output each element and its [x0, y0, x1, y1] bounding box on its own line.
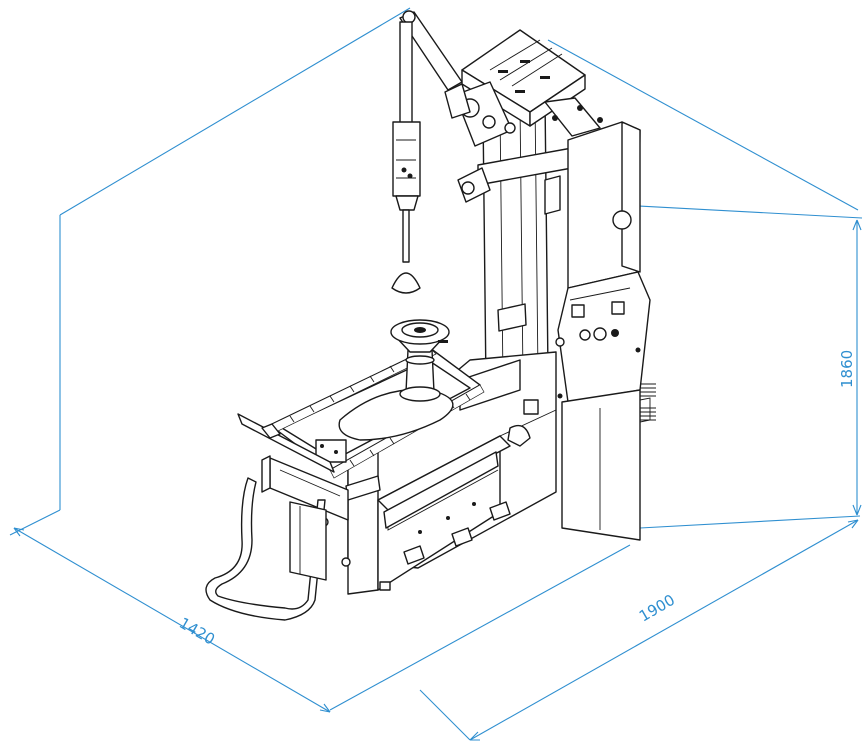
- pedal-2: [451, 527, 473, 547]
- mounting-head: [454, 29, 603, 147]
- panel-window-left: [571, 304, 585, 318]
- control-knob-1: [579, 329, 591, 341]
- pedals: [341, 501, 511, 591]
- depth-dimension-line: [13, 527, 331, 713]
- width-dimension-line: [469, 519, 859, 741]
- depth-arrow-a: [13, 527, 25, 537]
- height-label: 1860: [838, 350, 856, 388]
- width-arrow-b: [847, 519, 859, 529]
- control-knob-3: [611, 329, 619, 337]
- height-extension-top: [619, 204, 863, 219]
- depth-extension-front: [329, 544, 631, 711]
- pedal-spring-1: [640, 383, 656, 397]
- control-knob-2: [593, 327, 607, 341]
- panel-window-right: [611, 301, 625, 315]
- width-label: 1900: [636, 591, 678, 626]
- vertical-column: [482, 97, 561, 387]
- height-arrow-b: [852, 504, 862, 516]
- wheel-mount: [390, 319, 450, 402]
- pedal-spring-2: [640, 407, 656, 421]
- front-slot: [383, 451, 499, 529]
- width-extension-front: [419, 689, 471, 741]
- tyre-changer-machine: [205, 10, 656, 621]
- bounding-box-top-left-edge: [59, 7, 411, 216]
- width-extension-right: [639, 515, 861, 529]
- pedal-3: [489, 501, 511, 521]
- bounding-box-top-right-edge: [547, 39, 859, 211]
- control-tower: [555, 121, 656, 541]
- swing-arm: [391, 10, 471, 294]
- bead-breaker-guard: [205, 455, 349, 621]
- pedal-1: [403, 545, 425, 565]
- width-arrow-a: [469, 731, 480, 741]
- depth-arrow-b: [319, 703, 331, 713]
- depth-label: 1420: [176, 614, 218, 649]
- depth-extension-left: [9, 509, 61, 536]
- side-bar: [237, 413, 381, 501]
- height-arrow-a: [852, 219, 862, 231]
